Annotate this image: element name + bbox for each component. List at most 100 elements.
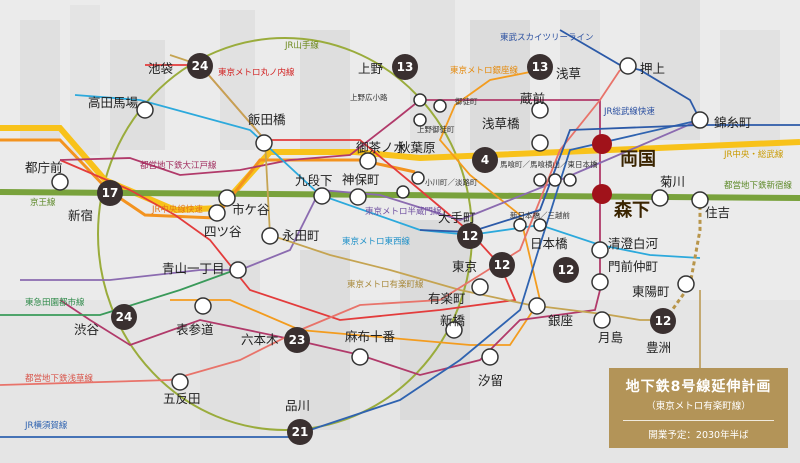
station-labels: 池袋 高田馬場 都庁前 新宿 市ケ谷 四ツ谷 飯田橋 九段下 神保町 永田町 青… [25, 61, 752, 413]
marker-tochomae [51, 173, 69, 191]
yurakucho-line [169, 54, 660, 321]
marker-monzen [591, 273, 609, 291]
name-sumiyoshi: 住吉 [705, 205, 730, 220]
badge-roppongi: 23 [284, 327, 310, 353]
name-kinshicho: 錦糸町 [714, 115, 752, 130]
marker-bakuroyokoyama [548, 173, 562, 187]
marunouchi-line [59, 64, 517, 321]
marker-shimbashi [445, 321, 463, 339]
marker-kiyosumi [591, 241, 609, 259]
label-sobu-rapid: JR総武線快速 [603, 106, 655, 117]
marker-ochanomizu [359, 152, 377, 170]
name-tochomae: 都庁前 [25, 160, 63, 175]
name-ginza: 銀座 [548, 313, 573, 328]
marker-omotesando [194, 297, 212, 315]
svg-text:13: 13 [532, 60, 549, 74]
marker-oshiage [619, 57, 637, 75]
extension-plan-callout: 地下鉄8号線延伸計画 （東京メトロ有楽町線） 開業予定：2030年半ば [609, 368, 788, 448]
label-skytree: 東武スカイツリーライン [500, 32, 594, 43]
name-azabujuban: 麻布十番 [345, 329, 396, 344]
marker-morishita [592, 184, 612, 204]
svg-text:13: 13 [397, 60, 414, 74]
svg-text:17: 17 [102, 186, 119, 200]
name-shinnihombashi: 新日本橋／三越前 [510, 210, 570, 220]
name-tokyo: 東京 [452, 259, 477, 274]
label-tozai: 東京メトロ東西線 [342, 236, 411, 247]
name-shibuya: 渋谷 [74, 322, 100, 337]
name-ichigaya: 市ケ谷 [232, 202, 270, 217]
name-nihombashi: 日本橋 [530, 236, 568, 251]
station-markers [51, 57, 709, 391]
marker-awajicho [411, 171, 425, 185]
name-monzen: 門前仲町 [608, 259, 658, 274]
badge-toyosu: 12 [650, 308, 676, 334]
name-ikebukuro: 池袋 [148, 61, 174, 76]
svg-text:21: 21 [292, 425, 309, 439]
label-yurakucho: 東京メトロ有楽町線 [347, 279, 424, 290]
name-morishita: 森下 [614, 199, 650, 221]
name-bakurocho: 馬喰町／馬喰横山／東日本橋 [500, 159, 598, 169]
label-shinjuku-line: 都営地下鉄新宿線 [724, 180, 793, 191]
name-ryogoku: 両国 [620, 149, 656, 170]
marker-mitsukoshimae [533, 218, 547, 232]
badge-asakusa: 13 [527, 54, 553, 80]
label-oedo: 都営地下鉄大江戸線 [140, 160, 217, 171]
marker-tsukishima [593, 311, 611, 329]
name-omotesando: 表参道 [176, 322, 214, 337]
marker-yurakucho [471, 278, 489, 296]
line-labels: JR山手線 東京メトロ丸ノ内線 東京メトロ銀座線 東武スカイツリーライン JR総… [24, 32, 793, 431]
label-denentoshi: 東急田園都市線 [25, 297, 85, 308]
label-asakusa: 都営地下鉄浅草線 [25, 373, 94, 384]
label-hanzomon: 東京メトロ半蔵門線 [365, 206, 442, 217]
name-takadanobaba: 高田馬場 [88, 95, 138, 110]
badge-nihombashi: 12 [553, 257, 579, 283]
label-yamanote: JR山手線 [284, 40, 319, 51]
name-yurakucho: 有楽町 [428, 291, 466, 306]
svg-text:12: 12 [655, 314, 672, 328]
svg-text:12: 12 [462, 229, 479, 243]
badge-otemachi: 12 [457, 223, 483, 249]
name-shiodome: 汐留 [478, 373, 503, 388]
name-shinagawa: 品川 [285, 398, 310, 413]
marker-asakusabashi [531, 134, 549, 152]
marker-sumiyoshi [691, 191, 709, 209]
marker-jimbocho [349, 188, 367, 206]
marker-kikukawa [651, 189, 669, 207]
callout-title: 地下鉄8号線延伸計画 [625, 379, 772, 395]
name-kudanshita: 九段下 [295, 173, 333, 188]
name-uenohirokoji: 上野広小路 [350, 92, 388, 102]
svg-text:4: 4 [481, 153, 489, 167]
name-akihabara: 秋葉原 [398, 140, 436, 155]
marker-yotsuya [208, 204, 226, 222]
name-uenookachimachi: 上野御徒町 [417, 124, 455, 134]
name-kuramae: 蔵前 [520, 91, 545, 106]
name-toyosu: 豊洲 [646, 340, 671, 355]
callout-divider [623, 420, 774, 421]
name-ogawamachi: 小川町／淡路町 [425, 177, 478, 187]
name-ueno: 上野 [358, 61, 384, 76]
marker-iidabashi [255, 134, 273, 152]
badge-akihabara: 4 [472, 147, 498, 173]
callout-note: 開業予定：2030年半ば [648, 430, 749, 441]
name-asakusa: 浅草 [556, 66, 581, 81]
label-chuo-sobu: JR中央・総武線 [723, 149, 784, 160]
label-keio: 京王線 [30, 197, 56, 208]
name-oshiage: 押上 [640, 61, 665, 76]
svg-text:24: 24 [192, 59, 209, 73]
marker-gotanda [171, 373, 189, 391]
tozai-line [74, 94, 701, 259]
marker-shinnihombashi [513, 218, 527, 232]
name-kiyosumi: 清澄白河 [608, 236, 659, 251]
name-yotsuya: 四ツ谷 [204, 224, 242, 239]
highlight-stations [592, 134, 612, 204]
chuo-rapid-line [0, 138, 416, 220]
time-badges: 24 13 13 4 17 12 12 12 24 23 21 12 [97, 53, 676, 445]
marker-nagatacho [261, 227, 279, 245]
skytree-line [559, 29, 701, 121]
name-shimbashi: 新橋 [440, 313, 466, 328]
badge-shibuya: 24 [111, 304, 137, 330]
marker-ichigaya [218, 189, 236, 207]
marker-kinshicho [691, 111, 709, 129]
label-marunouchi: 東京メトロ丸ノ内線 [218, 67, 295, 78]
